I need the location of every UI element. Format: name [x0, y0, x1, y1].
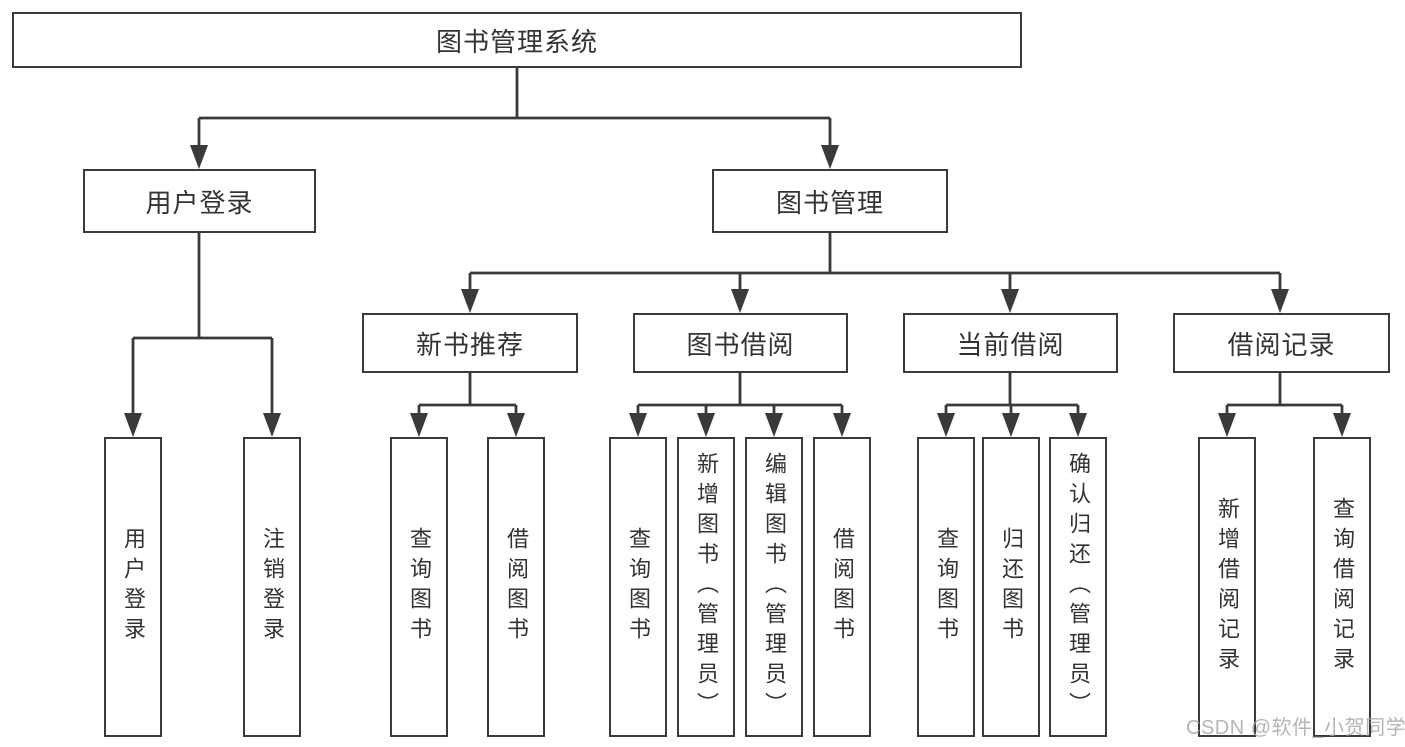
leaf-confirm-return-admin: 确认归还（管理员） [1049, 437, 1107, 737]
node-label: 图书借阅 [686, 329, 795, 360]
leaf-label: 新增借阅记录 [1215, 497, 1240, 677]
leaf-query-borrow-record: 查询借阅记录 [1313, 437, 1371, 737]
leaf-edit-book-admin: 编辑图书（管理员） [745, 437, 803, 737]
leaf-label: 查询图书 [934, 527, 959, 647]
leaf-logout: 注销登录 [243, 437, 301, 737]
leaf-label: 查询图书 [407, 527, 432, 647]
leaf-label: 借阅图书 [504, 527, 529, 647]
leaf-current-query-books: 查询图书 [917, 437, 975, 737]
node-label: 新书推荐 [415, 329, 524, 360]
leaf-label: 编辑图书（管理员） [762, 452, 787, 722]
leaf-label: 归还图书 [999, 527, 1024, 647]
leaf-recommend-query-books: 查询图书 [390, 437, 448, 737]
node-borrowing-records: 借阅记录 [1173, 313, 1390, 373]
node-label: 借阅记录 [1227, 329, 1336, 360]
node-book-management: 图书管理 [712, 169, 948, 233]
node-book-borrowing: 图书借阅 [633, 313, 848, 373]
leaf-borrowing-query-books: 查询图书 [609, 437, 667, 737]
leaf-user-login: 用户登录 [104, 437, 162, 737]
node-label: 图书管理系统 [435, 26, 598, 57]
node-label: 当前借阅 [956, 329, 1065, 360]
leaf-label: 注销登录 [260, 527, 285, 647]
leaf-borrowing-borrow-books: 借阅图书 [813, 437, 871, 737]
node-label: 用户登录 [145, 187, 254, 218]
node-label: 图书管理 [775, 187, 884, 218]
node-new-book-recommendation: 新书推荐 [362, 313, 578, 373]
leaf-recommend-borrow-books: 借阅图书 [487, 437, 545, 737]
leaf-add-borrow-record: 新增借阅记录 [1198, 437, 1256, 737]
node-current-borrowing: 当前借阅 [903, 313, 1118, 373]
leaf-return-books: 归还图书 [982, 437, 1040, 737]
leaf-add-book-admin: 新增图书（管理员） [677, 437, 735, 737]
node-user-login: 用户登录 [83, 169, 316, 233]
leaf-label: 查询图书 [626, 527, 651, 647]
leaf-label: 确认归还（管理员） [1066, 452, 1091, 722]
leaf-label: 新增图书（管理员） [694, 452, 719, 722]
leaf-label: 查询借阅记录 [1330, 497, 1355, 677]
leaf-label: 借阅图书 [830, 527, 855, 647]
node-root-system: 图书管理系统 [12, 12, 1022, 68]
csdn-watermark: CSDN @软件_小贺同学 [1186, 717, 1405, 739]
leaf-label: 用户登录 [121, 527, 146, 647]
